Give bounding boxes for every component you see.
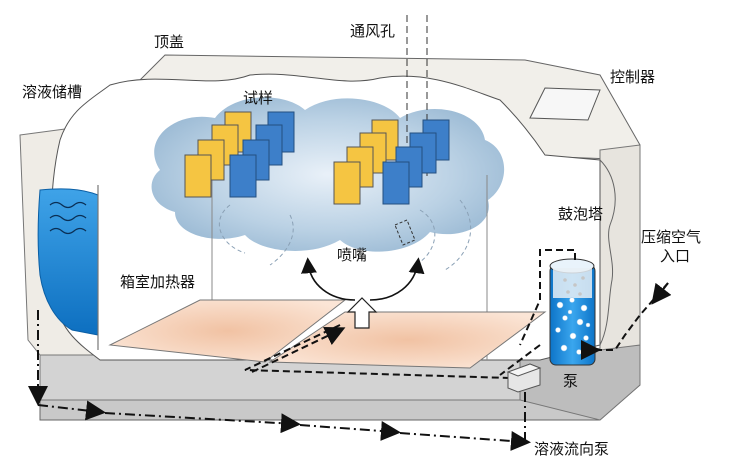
label-bubble-tower: 鼓泡塔: [558, 205, 604, 223]
chamber-base: [39, 344, 641, 421]
label-chamber-heater: 箱室加热器: [120, 273, 196, 291]
samples-left: [184, 111, 295, 198]
label-air-inlet: 入口: [660, 247, 691, 265]
controller-panel: [529, 87, 601, 121]
samples-right: [333, 119, 450, 205]
pump-box: [506, 363, 542, 393]
label-pump: 泵: [563, 372, 579, 390]
label-samples: 试样: [243, 89, 274, 107]
label-compressed-air: 压缩空气: [641, 228, 702, 246]
label-controller: 控制器: [610, 68, 656, 86]
label-top-cover: 顶盖: [154, 33, 185, 51]
bubble-tower: [549, 258, 596, 366]
label-nozzle: 喷嘴: [337, 246, 368, 264]
label-solution-tank: 溶液储槽: [22, 83, 83, 101]
solution-return-flow: [28, 310, 531, 451]
label-vent-hole: 通风孔: [350, 22, 396, 40]
solution-tank-water: [37, 188, 99, 336]
nozzle: [301, 257, 425, 329]
label-solution-flow-pump: 溶液流向泵: [534, 440, 610, 458]
air-inlet-arrow: [651, 282, 672, 305]
solution-flow-path: [244, 324, 541, 379]
compressed-air-line: [519, 249, 669, 360]
